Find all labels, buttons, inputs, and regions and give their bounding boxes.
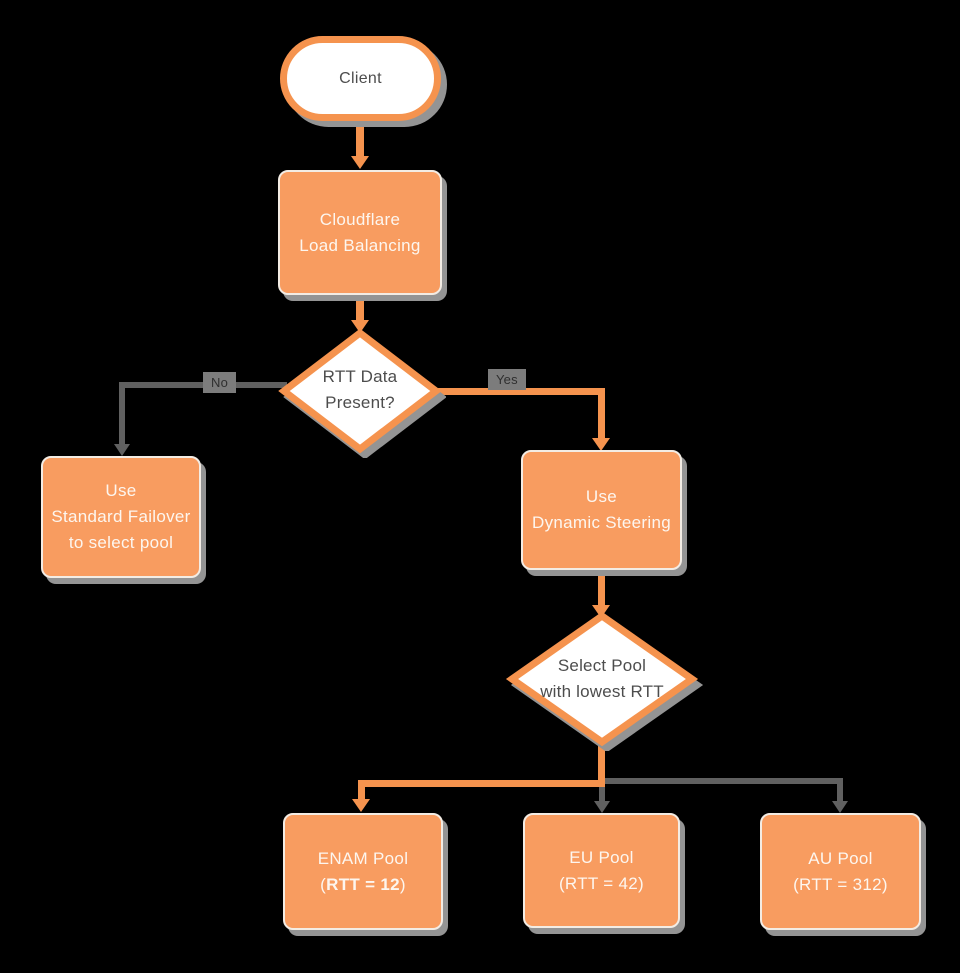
connector-yes-vertical <box>598 388 605 440</box>
enam-pool-line2: (RTT = 12) <box>320 872 406 898</box>
connector-lb-decision <box>356 295 364 322</box>
rtt-decision-line2: Present? <box>325 393 395 412</box>
connector-client-lb <box>356 121 364 158</box>
dynamic-steering-line1: Use <box>585 487 618 506</box>
arrowhead-enam-pool <box>352 799 370 812</box>
rtt-decision-line1: RTT Data <box>322 367 398 386</box>
connector-au-vertical <box>837 778 843 802</box>
cloudflare-lb-node: Cloudflare Load Balancing <box>278 170 442 295</box>
enam-rtt-open: ( <box>320 874 327 894</box>
connector-enam-horizontal <box>358 780 605 787</box>
arrowhead-au-pool <box>832 801 848 813</box>
connector-yes-horizontal <box>436 388 605 395</box>
rtt-decision-label: RTT Data Present? <box>290 364 430 416</box>
cloudflare-lb-line1: Cloudflare <box>319 209 401 229</box>
standard-failover-line3: to select pool <box>68 533 174 552</box>
arrowhead-cloudflare-lb <box>351 156 369 169</box>
select-pool-diamond <box>505 611 704 751</box>
rtt-decision-diamond <box>278 328 446 458</box>
arrowhead-eu-pool <box>594 801 610 813</box>
enam-rtt-value: RTT = 12 <box>326 874 400 894</box>
standard-failover-node: Use Standard Failover to select pool <box>41 456 201 578</box>
connector-au-horizontal <box>602 778 840 784</box>
cloudflare-lb-line2: Load Balancing <box>299 235 421 255</box>
connector-no-vertical <box>119 382 125 446</box>
dynamic-steering-node: Use Dynamic Steering <box>521 450 682 570</box>
rtt-decision-shape <box>278 328 442 454</box>
client-label: Client <box>339 69 382 87</box>
edge-label-yes: Yes <box>488 369 526 390</box>
au-pool-line2: (RTT = 312) <box>793 874 888 894</box>
eu-pool-node: EU Pool (RTT = 42) <box>523 813 680 928</box>
arrowhead-dynamic-steering <box>592 438 610 451</box>
eu-pool-line2: (RTT = 42) <box>558 873 645 893</box>
standard-failover-line1: Use <box>105 481 137 500</box>
connector-selectpool-down <box>598 741 605 787</box>
eu-pool-line1: EU Pool <box>569 847 634 867</box>
connector-steering-selectpool <box>598 570 605 608</box>
enam-pool-node: ENAM Pool (RTT = 12) <box>283 813 443 930</box>
select-pool-line2: with lowest RTT <box>540 682 664 701</box>
select-pool-label: Select Pool with lowest RTT <box>512 653 692 705</box>
enam-rtt-close: ) <box>399 874 406 894</box>
select-pool-shape <box>505 611 699 747</box>
connector-eu-vertical <box>599 778 605 802</box>
select-pool-line1: Select Pool <box>557 656 647 675</box>
connector-enam-vertical <box>358 780 365 801</box>
standard-failover-line2: Standard Failover <box>51 507 191 526</box>
enam-pool-line1: ENAM Pool <box>317 848 409 868</box>
au-pool-line1: AU Pool <box>808 848 873 868</box>
arrowhead-rtt-decision <box>351 320 369 333</box>
au-pool-node: AU Pool (RTT = 312) <box>760 813 921 930</box>
arrowhead-standard-failover <box>114 444 130 456</box>
client-node: Client <box>280 36 441 121</box>
dynamic-steering-line2: Dynamic Steering <box>532 513 671 532</box>
edge-label-no: No <box>203 372 237 393</box>
